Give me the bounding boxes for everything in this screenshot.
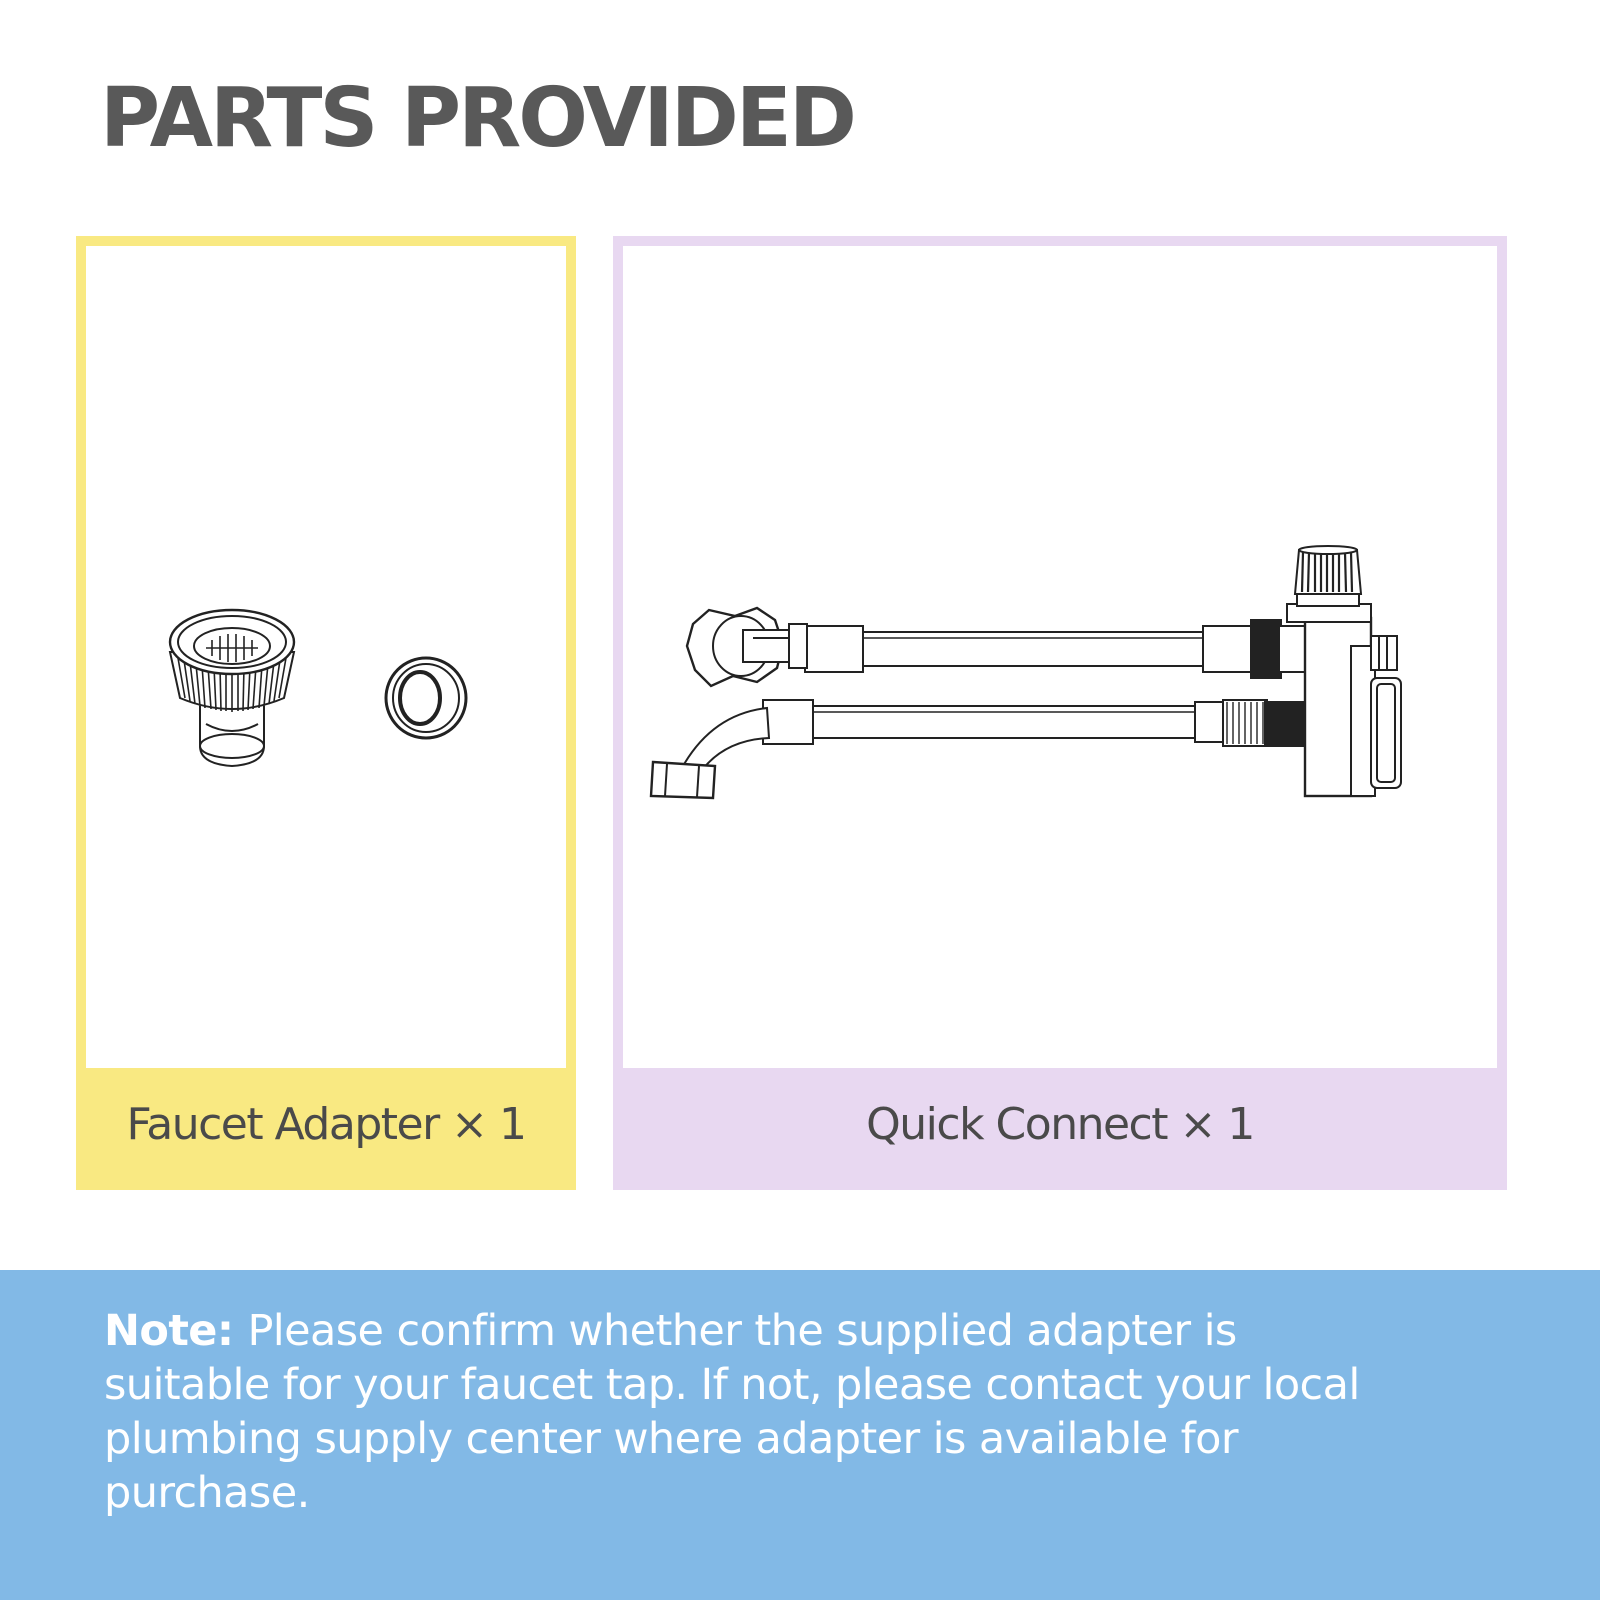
quick-connect-illustration [649,545,1402,800]
note-body: Please confirm whether the supplied adap… [104,1306,1360,1518]
faucet-adapter-illustration [168,608,468,768]
faucet-adapter-icon [168,608,296,768]
faucet-adapter-image-area [86,246,566,1078]
quick-connect-hose-icon [649,545,1402,800]
page-title: PARTS PROVIDED [100,71,857,166]
quick-connect-card: Quick Connect × 1 [613,236,1507,1190]
faucet-adapter-label: Faucet Adapter × 1 [126,1098,527,1150]
faucet-adapter-card: Faucet Adapter × 1 [76,236,576,1190]
quick-connect-image-area [623,246,1497,1078]
faucet-adapter-label-area: Faucet Adapter × 1 [86,1068,566,1180]
note-paragraph: Note:Please confirm whether the supplied… [104,1304,1404,1520]
note-label: Note: [104,1306,234,1356]
quick-connect-label-area: Quick Connect × 1 [623,1068,1497,1180]
quick-connect-label: Quick Connect × 1 [866,1098,1255,1150]
note-banner: Note:Please confirm whether the supplied… [0,1270,1600,1600]
washer-ring-icon [384,656,468,740]
